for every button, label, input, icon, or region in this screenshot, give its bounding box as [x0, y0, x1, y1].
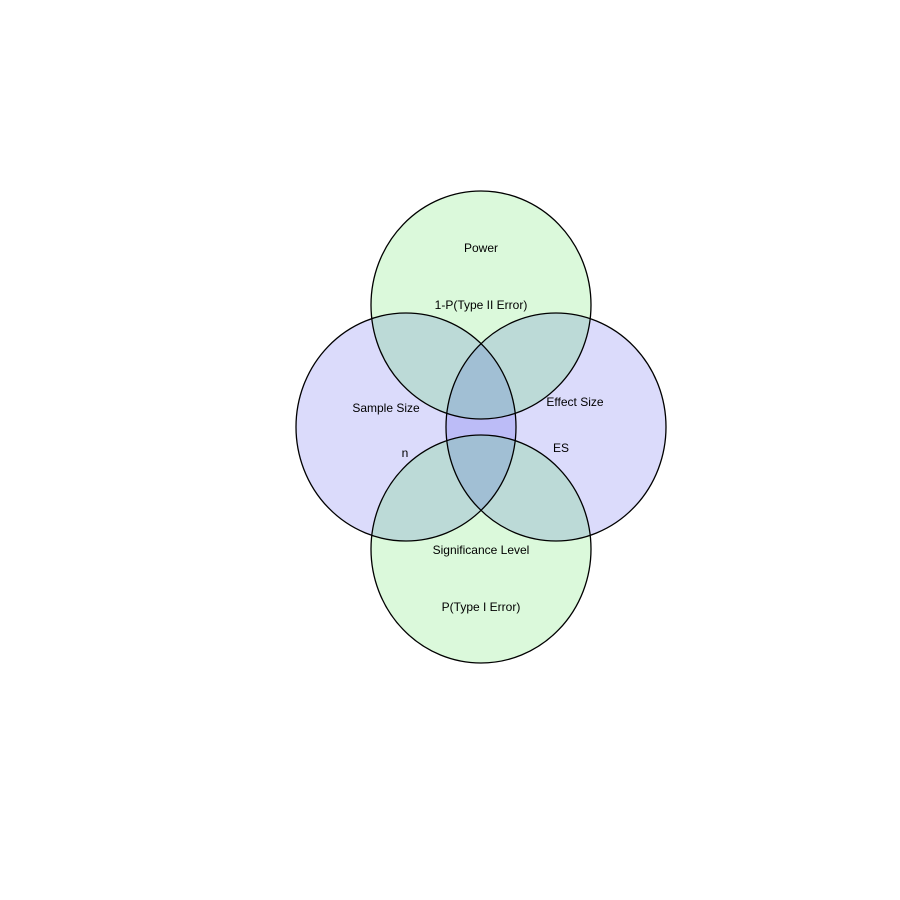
circle-labels: Power 1-P(Type II Error) Sample Size n E… — [352, 241, 604, 614]
significance-level-circle-fill — [371, 435, 591, 663]
power-circle-fill — [371, 191, 591, 419]
power-subtitle: 1-P(Type II Error) — [435, 298, 528, 312]
power-title: Power — [464, 241, 498, 255]
sample-size-subtitle: n — [402, 446, 409, 460]
significance-level-title: Significance Level — [433, 543, 530, 557]
effect-size-circle — [445, 312, 667, 542]
effect-size-subtitle: ES — [553, 441, 569, 455]
significance-level-circle — [370, 434, 592, 664]
sample-size-circle — [295, 312, 517, 542]
effect-size-title: Effect Size — [546, 395, 603, 409]
sample-size-title: Sample Size — [352, 401, 420, 415]
power-circle — [370, 190, 592, 420]
circle-outlines — [295, 190, 667, 664]
significance-level-subtitle: P(Type I Error) — [442, 600, 521, 614]
